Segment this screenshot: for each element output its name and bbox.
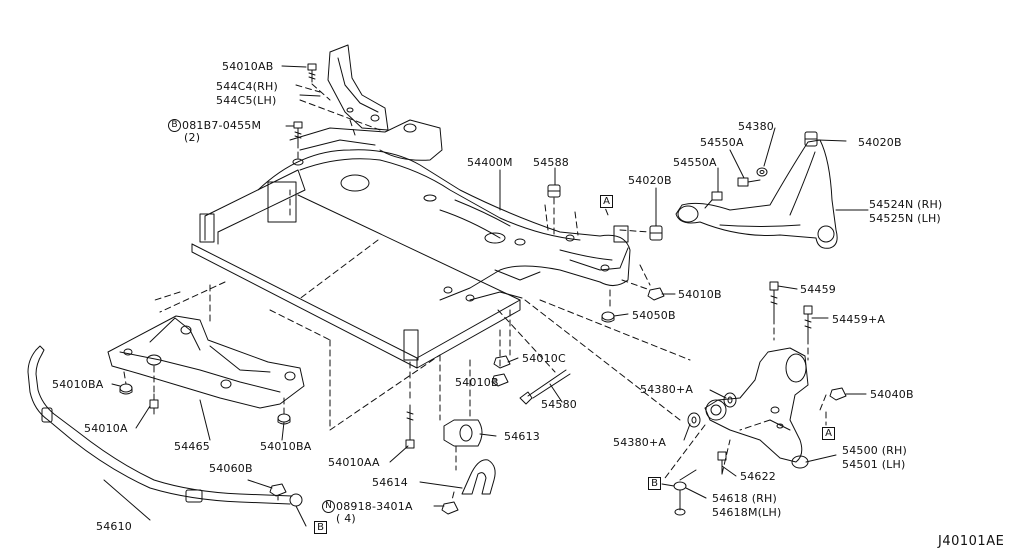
label-544C4: 544C4(RH) (216, 80, 278, 93)
bracket-544C4 (327, 44, 389, 131)
bushing-54613 (443, 419, 483, 447)
nut-54010C (493, 355, 511, 369)
bolt-54622 (717, 451, 727, 475)
bolt-prefix-marker: B (168, 119, 181, 132)
stabilizer-link-54618 (673, 469, 697, 516)
leader-lines (103, 65, 869, 527)
washer-54380A-1 (723, 392, 737, 408)
bolt-54550A-2 (704, 191, 723, 209)
label-54020B-top: 54020B (858, 136, 902, 149)
upper-link-54524N (675, 139, 838, 249)
bolt-081B7 (293, 121, 303, 143)
label-08918-qty: ( 4) (336, 512, 356, 525)
label-54400M: 54400M (467, 156, 513, 169)
washer-54380 (756, 167, 768, 177)
label-54380A-2: 54380+A (613, 436, 667, 449)
label-54010B-right: 54010B (678, 288, 722, 301)
nut-54010B-right (647, 287, 665, 301)
nut-54010BA-left (119, 383, 133, 395)
label-54500: 54500 (RH) (842, 444, 907, 457)
label-54550A-2: 54550A (673, 156, 717, 169)
diagram-id: J40101AE (938, 534, 1005, 549)
label-54610: 54610 (96, 520, 132, 533)
ref-marker-B-left: B (314, 521, 327, 534)
label-54040B: 54040B (870, 388, 914, 401)
label-54614: 54614 (372, 476, 408, 489)
bolt-54459 (769, 281, 779, 319)
label-081B7: 081B7-0455M (182, 119, 262, 132)
label-54010A: 54010A (84, 422, 128, 435)
label-54459: 54459 (800, 283, 836, 296)
label-54588: 54588 (533, 156, 569, 169)
lower-member-54465 (107, 315, 305, 409)
stabilizer-bar-54610 (27, 345, 303, 507)
label-54060B: 54060B (209, 462, 253, 475)
label-54580: 54580 (541, 398, 577, 411)
label-54010C: 54010C (522, 352, 566, 365)
label-54010AB: 54010AB (222, 60, 274, 73)
label-544C5: 544C5(LH) (216, 94, 277, 107)
nut-54060B (269, 483, 287, 497)
bushing-54020B-mid (649, 225, 663, 241)
label-54459A: 54459+A (832, 313, 886, 326)
ref-marker-B-right: B (648, 477, 661, 490)
label-54010BA-center: 54010BA (260, 440, 312, 453)
ref-marker-A-bottom: A (822, 427, 835, 440)
label-54465: 54465 (174, 440, 210, 453)
nut-54040B (829, 387, 847, 401)
label-54010AA: 54010AA (328, 456, 380, 469)
clamp-54614 (461, 459, 496, 495)
label-54010BA-left: 54010BA (52, 378, 104, 391)
label-54525N: 54525N (LH) (869, 212, 941, 225)
bolt-54459A (803, 305, 813, 339)
label-54380A-1: 54380+A (640, 383, 694, 396)
label-081B7-qty: (2) (184, 131, 201, 144)
nut-54010B-center (491, 373, 509, 387)
bolt-54010AB (307, 63, 317, 83)
label-54618M: 54618M(LH) (712, 506, 782, 519)
label-54613: 54613 (504, 430, 540, 443)
lower-arm-54500 (704, 347, 809, 469)
label-54020B-mid: 54020B (628, 174, 672, 187)
label-54618: 54618 (RH) (712, 492, 777, 505)
assembly-lines (123, 83, 827, 501)
bushing-54020B-top (804, 131, 818, 147)
label-54501: 54501 (LH) (842, 458, 906, 471)
ref-marker-A-top: A (600, 195, 613, 208)
label-54622: 54622 (740, 470, 776, 483)
nut-54050B (601, 311, 615, 323)
label-54550A-1: 54550A (700, 136, 744, 149)
bolt-54010AA (405, 404, 415, 449)
nut-54588 (547, 184, 561, 198)
crossmember-54400M (191, 119, 631, 369)
bolt-54550A-1 (737, 177, 761, 187)
nut-prefix-marker: N (322, 500, 335, 513)
bolt-54010A (149, 393, 159, 415)
label-54524N: 54524N (RH) (869, 198, 943, 211)
nut-08918 (441, 501, 459, 515)
label-54050B: 54050B (632, 309, 676, 322)
label-54380: 54380 (738, 120, 774, 133)
washer-54380A-2 (687, 412, 701, 428)
label-08918: 08918-3401A (336, 500, 413, 513)
label-54010B-center: 54010B (455, 376, 499, 389)
